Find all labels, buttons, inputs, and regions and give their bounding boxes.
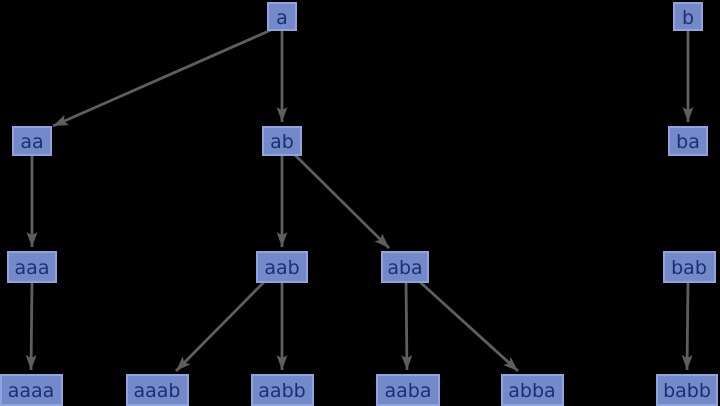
node-label: babb — [663, 380, 711, 402]
edge-aab-aaab — [175, 281, 265, 372]
node-box — [501, 374, 564, 406]
edge-bab-babb — [681, 281, 693, 371]
node-bab: bab — [663, 251, 716, 283]
node-label: ba — [676, 131, 700, 153]
node-label: a — [276, 7, 288, 29]
node-label: aaab — [134, 380, 181, 402]
node-ab: ab — [262, 126, 302, 156]
node-babb: babb — [656, 374, 718, 406]
node-label: aa — [20, 131, 43, 153]
node-label: aabb — [258, 380, 305, 402]
node-box — [381, 251, 429, 283]
node-label: ab — [270, 131, 294, 153]
node-aaa: aaa — [7, 251, 57, 283]
edge-aba-abba — [419, 280, 519, 373]
node-box — [12, 126, 52, 156]
node-ba: ba — [668, 126, 708, 156]
node-label: abba — [508, 380, 555, 402]
node-b: b — [673, 2, 703, 31]
node-box — [663, 251, 716, 283]
node-label: b — [682, 7, 694, 29]
node-aab: aab — [256, 251, 308, 283]
node-label: bab — [671, 257, 707, 279]
node-box — [376, 374, 440, 406]
node-label: aaba — [385, 380, 432, 402]
node-label: aba — [387, 257, 422, 279]
node-box — [668, 126, 708, 156]
node-aba: aba — [381, 251, 429, 283]
node-box — [7, 251, 57, 283]
node-label: aaaa — [8, 380, 55, 402]
node-label: aab — [264, 257, 299, 279]
edge-aaa-aaaa — [25, 281, 37, 371]
node-a: a — [267, 2, 297, 31]
node-aaba: aaba — [376, 374, 440, 406]
edge-layer — [25, 28, 694, 373]
node-box — [0, 374, 63, 406]
node-box — [126, 374, 189, 406]
edge-a-aa — [52, 28, 272, 128]
node-label: aaa — [15, 257, 50, 279]
node-aaaa: aaaa — [0, 374, 63, 406]
node-box — [267, 2, 297, 31]
node-box — [251, 374, 314, 406]
node-aabb: aabb — [251, 374, 314, 406]
node-box — [673, 2, 703, 31]
node-abba: abba — [501, 374, 564, 406]
edge-aba-aaba — [401, 281, 413, 371]
node-box — [256, 251, 308, 283]
edge-ab-aba — [294, 154, 390, 249]
node-aa: aa — [12, 126, 52, 156]
node-box — [656, 374, 718, 406]
node-box — [262, 126, 302, 156]
node-aaab: aaab — [126, 374, 189, 406]
